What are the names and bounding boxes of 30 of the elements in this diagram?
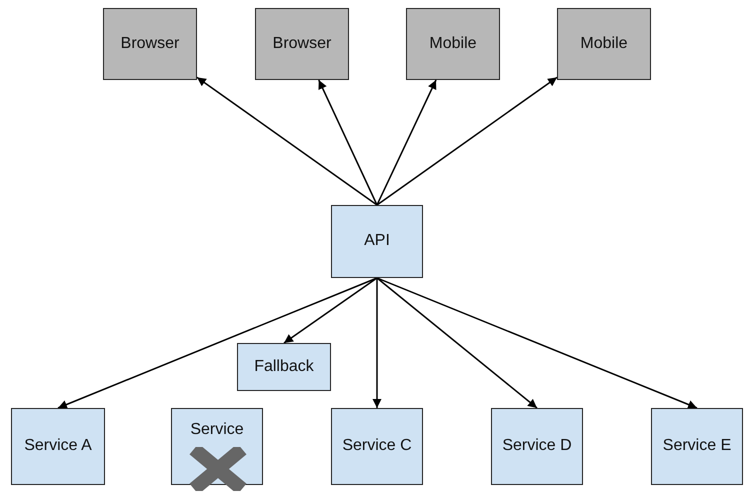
- node-label: Service E: [662, 436, 732, 456]
- arrow: [372, 278, 382, 408]
- node-label: Browser: [120, 34, 180, 54]
- node-label: Service A: [23, 436, 93, 456]
- arrow: [318, 80, 378, 206]
- service-box: [651, 408, 743, 485]
- service-box: [237, 343, 331, 391]
- service-box: [11, 408, 105, 485]
- service-box: [491, 408, 583, 485]
- node-label: Service: [189, 420, 245, 440]
- arrow: [196, 76, 378, 206]
- arrow: [284, 277, 378, 344]
- node-label: Mobile: [428, 34, 478, 54]
- node-label: Fallback: [253, 356, 315, 377]
- node-label: Mobile: [579, 34, 629, 54]
- arrow: [376, 277, 698, 409]
- arrow: [376, 277, 538, 409]
- node-label: API: [363, 231, 391, 252]
- node-label: Service C: [341, 436, 413, 456]
- arrow: [376, 76, 558, 206]
- node-label: Browser: [272, 34, 332, 54]
- client-box: [406, 8, 500, 80]
- client-box: [557, 8, 651, 80]
- arrow: [376, 80, 437, 206]
- client-box: [103, 8, 197, 80]
- client-box: [255, 8, 349, 80]
- service-box: [331, 205, 423, 278]
- service-box: [331, 408, 423, 485]
- arrow: [58, 277, 378, 409]
- node-label: Service D: [501, 436, 573, 456]
